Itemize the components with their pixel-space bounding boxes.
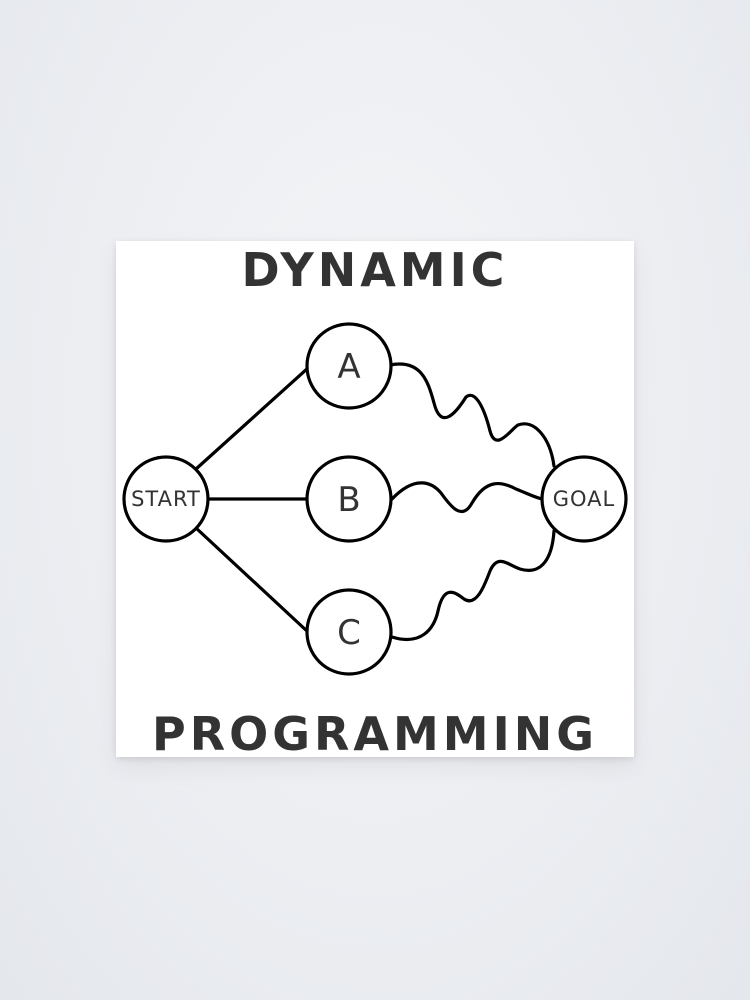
node-c-label: C	[337, 613, 361, 653]
node-a-label: A	[337, 347, 360, 387]
node-goal-label: GOAL	[553, 487, 616, 511]
title-bottom: PROGRAMMING	[152, 707, 598, 761]
node-c: C	[305, 588, 393, 676]
node-start-label: START	[131, 487, 201, 511]
poster: DYNAMIC START A B C GOAL PRO	[116, 241, 634, 757]
node-a: A	[305, 322, 393, 410]
edge-b-goal	[390, 481, 544, 514]
edge-start-c	[194, 526, 310, 634]
node-goal: GOAL	[540, 455, 628, 543]
edge-a-goal	[388, 362, 556, 468]
edge-c-goal	[390, 529, 556, 642]
node-b: B	[305, 455, 393, 543]
title-top: DYNAMIC	[241, 243, 509, 297]
edge-start-a	[194, 366, 310, 471]
dp-diagram: START A B C GOAL	[122, 322, 628, 676]
node-start: START	[122, 455, 210, 543]
node-b-label: B	[337, 480, 360, 520]
